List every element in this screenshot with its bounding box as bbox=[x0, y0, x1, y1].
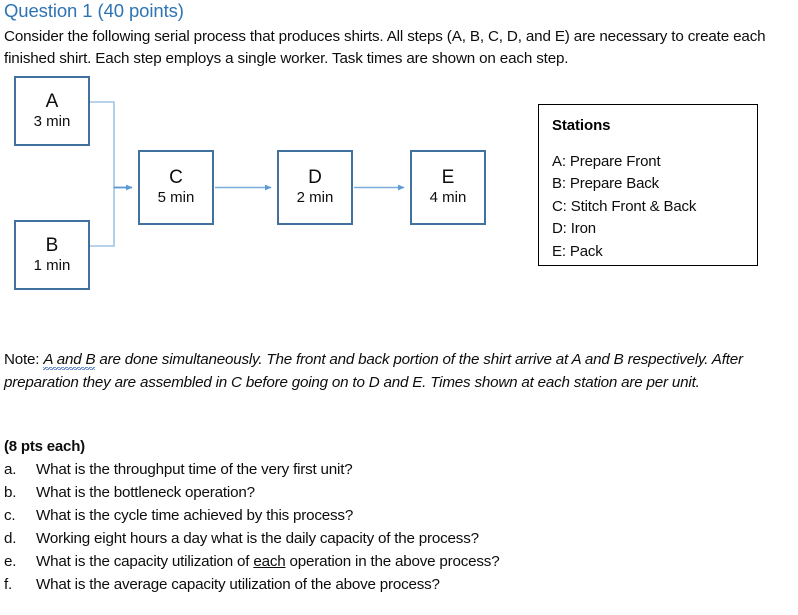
process-box-c-time: 5 min bbox=[157, 189, 195, 207]
intro-paragraph: Consider the following serial process th… bbox=[4, 28, 766, 67]
list-item-text: What is the capacity utilization of each… bbox=[36, 550, 500, 573]
page-title: Question 1 (40 points) bbox=[4, 0, 184, 21]
process-box-a-time: 3 min bbox=[33, 112, 71, 130]
process-box-d[interactable]: D 2 min bbox=[277, 150, 353, 225]
list-item-marker: f. bbox=[4, 576, 13, 593]
list-item-text: What is the cycle time achieved by this … bbox=[36, 507, 354, 524]
process-box-b-label: B bbox=[45, 234, 59, 256]
list-item-text: What is the bottleneck operation? bbox=[36, 484, 255, 501]
process-box-d-time: 2 min bbox=[296, 189, 334, 207]
question-list: a. What is the throughput time of the ve… bbox=[4, 458, 704, 596]
process-box-d-label: D bbox=[308, 167, 322, 189]
note-paragraph: Note: A and B are done simultaneously. T… bbox=[4, 348, 786, 395]
list-item: f. What is the average capacity utilizat… bbox=[4, 573, 704, 596]
list-item: e. What is the capacity utilization of e… bbox=[4, 550, 704, 573]
process-box-c-label: C bbox=[169, 167, 183, 189]
list-item: a. What is the throughput time of the ve… bbox=[4, 458, 704, 481]
process-flow-diagram: A 3 min B 1 min C 5 min D 2 min E 4 min bbox=[0, 70, 520, 300]
process-box-b-time: 1 min bbox=[33, 256, 71, 274]
list-item-text-before: What is the capacity utilization of bbox=[36, 553, 254, 570]
station-item-e: E: Pack bbox=[552, 242, 603, 260]
station-item-d: D: Iron bbox=[552, 220, 596, 238]
flow-connectors bbox=[90, 101, 405, 247]
station-item-a: A: Prepare Front bbox=[552, 153, 661, 170]
list-item-marker: a. bbox=[4, 461, 17, 478]
process-box-a[interactable]: A 3 min bbox=[14, 76, 90, 146]
list-item: c. What is the cycle time achieved by th… bbox=[4, 504, 704, 527]
list-item-marker: b. bbox=[4, 484, 17, 501]
note-lead: Note: bbox=[4, 351, 44, 368]
stations-title: Stations bbox=[552, 117, 611, 134]
edge-a-to-c bbox=[90, 101, 132, 189]
list-item-text: What is the throughput time of the very … bbox=[36, 461, 353, 478]
station-item-b: B: Prepare Back bbox=[552, 175, 659, 193]
process-box-c[interactable]: C 5 min bbox=[138, 150, 214, 225]
station-item-c: C: Stitch Front & Back bbox=[552, 197, 697, 215]
edge-b-to-c bbox=[90, 186, 132, 247]
list-item: d. Working eight hours a day what is the… bbox=[4, 527, 704, 550]
list-item-marker: d. bbox=[4, 530, 17, 547]
list-item-text-after: operation in the above process? bbox=[285, 553, 500, 570]
process-box-b[interactable]: B 1 min bbox=[14, 220, 90, 290]
process-box-a-label: A bbox=[45, 90, 59, 112]
process-box-e[interactable]: E 4 min bbox=[410, 150, 486, 225]
process-box-e-label: E bbox=[441, 167, 455, 189]
underlined-word: each bbox=[253, 553, 286, 570]
process-box-e-time: 4 min bbox=[429, 189, 467, 207]
list-item: b. What is the bottleneck operation? bbox=[4, 481, 704, 504]
list-item-marker: e. bbox=[4, 553, 17, 570]
spellcheck-underlined-text: A and B bbox=[43, 351, 96, 370]
list-item-text: Working eight hours a day what is the da… bbox=[36, 530, 479, 547]
list-item-marker: c. bbox=[4, 507, 16, 524]
note-body: are done simultaneously. The front and b… bbox=[4, 351, 743, 392]
list-item-text: What is the average capacity utilization… bbox=[36, 576, 440, 593]
points-note: (8 pts each) bbox=[4, 438, 85, 455]
stations-legend: Stations A: Prepare Front B: Prepare Bac… bbox=[538, 104, 758, 266]
